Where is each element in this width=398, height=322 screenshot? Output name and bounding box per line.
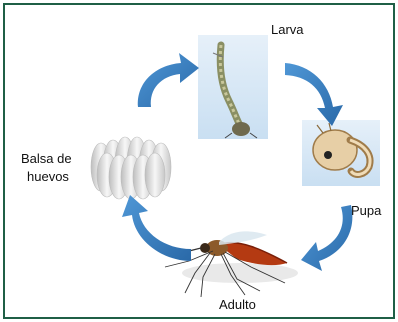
stage-label-adult: Adulto xyxy=(219,296,256,313)
mosquito-image xyxy=(165,231,298,297)
stage-label-egg-raft-line2: huevos xyxy=(27,168,69,185)
larva-image xyxy=(198,35,268,139)
pupa-image xyxy=(302,120,380,186)
stage-label-pupa: Pupa xyxy=(351,202,381,219)
egg-raft-image xyxy=(91,137,171,199)
diagram-frame: Larva Pupa Adulto Balsa de huevos xyxy=(3,3,395,319)
stage-label-egg-raft-line1: Balsa de xyxy=(21,150,72,167)
stage-label-larva: Larva xyxy=(271,21,304,38)
